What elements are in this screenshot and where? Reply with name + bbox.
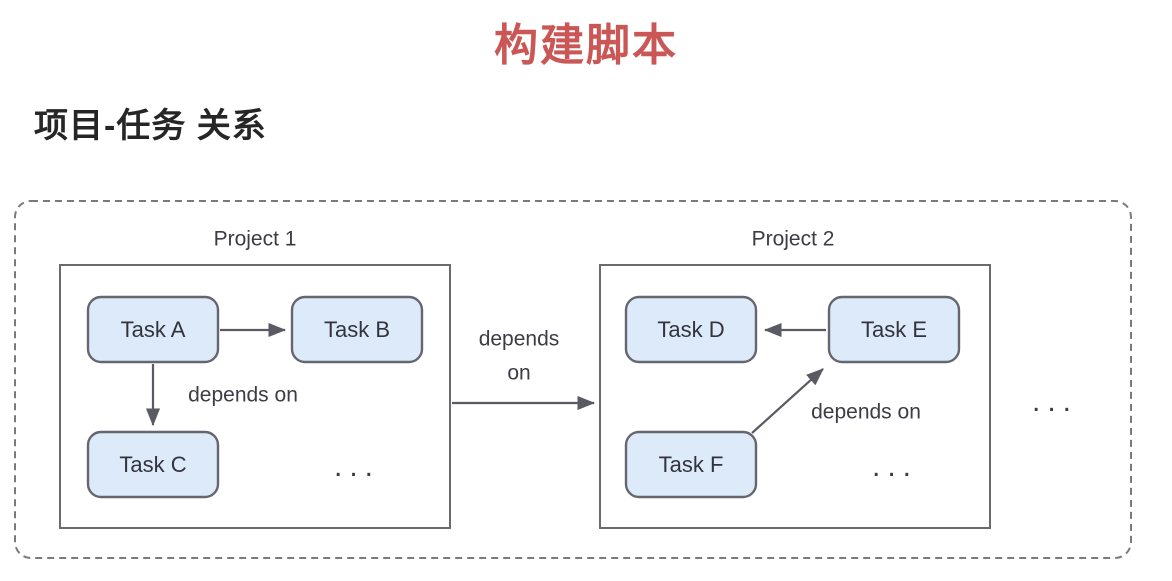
task-f-box[interactable] <box>624 430 758 499</box>
project-2-ellipsis: ... <box>872 450 918 483</box>
task-c-label: Task C <box>119 452 186 477</box>
task-b-box[interactable] <box>290 295 424 364</box>
edge-label-task-f-task-e: depends on <box>811 401 921 424</box>
task-f-label: Task F <box>659 452 724 477</box>
task-b-label: Task B <box>324 317 390 342</box>
edge-task-f-to-task-e <box>751 368 824 434</box>
task-c-box[interactable] <box>86 430 220 499</box>
trailing-ellipsis: ... <box>1032 385 1078 418</box>
cross-edge-label-line1: depends <box>479 328 560 351</box>
outer-dashed-container <box>14 200 1132 559</box>
task-e-box[interactable] <box>827 295 961 364</box>
cross-edge-label-line2: on <box>507 362 530 385</box>
task-a-box[interactable] <box>86 295 220 364</box>
project-1-label: Project 1 <box>214 228 297 251</box>
project-2-label: Project 2 <box>752 228 835 251</box>
task-e-label: Task E <box>861 317 927 342</box>
edge-label-task-a-task-c: depends on <box>188 384 298 407</box>
task-d-label: Task D <box>657 317 724 342</box>
dependency-diagram: Project 1 Task A Task B Task C depends o… <box>0 180 1172 581</box>
task-a-label: Task A <box>121 317 186 342</box>
task-d-box[interactable] <box>624 295 758 364</box>
page-title: 构建脚本 <box>494 21 678 70</box>
page-subtitle: 项目-任务 关系 <box>34 107 267 145</box>
project-1-ellipsis: ... <box>334 450 380 483</box>
